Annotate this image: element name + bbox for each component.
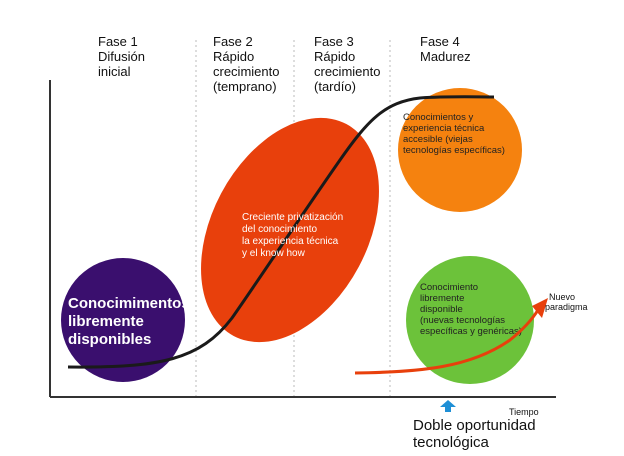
paradigm-curve	[354, 309, 540, 375]
orange-line-2: experiencia técnica	[403, 123, 485, 134]
new-paradigm-label: Nuevo paradigma	[545, 292, 588, 312]
phase-1-line-1: Fase 1	[98, 34, 138, 49]
double-opportunity-label: Doble oportunidad tecnológica	[413, 417, 540, 451]
phase-2-line-1: Fase 2	[213, 34, 253, 49]
green-line-3: disponible	[420, 304, 463, 315]
bubbles	[61, 88, 534, 384]
phase-3-header: Fase 3 Rápido crecimiento (tardío)	[314, 34, 384, 94]
purple-bubble	[61, 258, 185, 382]
phase-1-line-2: Difusión	[98, 49, 145, 64]
phase-1-line-3: inicial	[98, 64, 131, 79]
green-line-5: específicas y genéricas)	[420, 326, 522, 337]
phase-headers: Fase 1 Difusión inicial Fase 2 Rápido cr…	[98, 34, 471, 94]
paradigm-arrowhead	[532, 298, 548, 318]
phase-3-line-4: (tardío)	[314, 79, 356, 94]
green-bubble	[406, 256, 534, 384]
phase-2-line-2: Rápido	[213, 49, 254, 64]
purple-line-3: disponibles	[68, 331, 151, 348]
phase-1-header: Fase 1 Difusión inicial	[98, 34, 149, 79]
new-paradigm-line-2: paradigma	[545, 302, 588, 312]
pointer-up-arrow	[440, 400, 456, 412]
phase-2-header: Fase 2 Rápido crecimiento (temprano)	[213, 34, 283, 94]
time-axis-label: Tiempo	[509, 407, 539, 417]
double-opportunity-line-1: Doble oportunidad	[413, 417, 536, 434]
new-paradigm-arrow	[354, 298, 548, 375]
purple-line-1: Conocimimentos	[68, 295, 190, 312]
orange-bubble	[398, 88, 522, 212]
new-paradigm-line-1: Nuevo	[549, 292, 575, 302]
orange-bubble-text: Conocimientos y experiencia técnica acce…	[403, 112, 505, 156]
red-line-2: del conocimiento	[242, 224, 317, 235]
s-curve	[67, 95, 495, 369]
red-line-3: la experiencia técnica	[242, 236, 339, 247]
phase-4-line-1: Fase 4	[420, 34, 460, 49]
phase-3-line-3: crecimiento	[314, 64, 380, 79]
phase-3-line-2: Rápido	[314, 49, 355, 64]
phase-2-line-4: (temprano)	[213, 79, 277, 94]
orange-line-1: Conocimientos y	[403, 112, 473, 123]
red-line-4: y el know how	[242, 248, 306, 259]
orange-line-3: accesible (viejas	[403, 134, 473, 145]
green-line-4: (nuevas tecnologías	[420, 315, 505, 326]
purple-bubble-text: Conocimimentos libremente disponibles	[68, 295, 194, 348]
axes	[49, 80, 556, 398]
red-bubble	[201, 117, 379, 343]
phase-2-line-3: crecimiento	[213, 64, 279, 79]
double-opportunity-line-2: tecnológica	[413, 434, 490, 451]
green-line-2: libremente	[420, 293, 464, 304]
phase-4-line-2: Madurez	[420, 49, 471, 64]
red-bubble-text: Creciente privatización del conocimiento…	[242, 212, 346, 259]
phase-4-header: Fase 4 Madurez	[420, 34, 471, 64]
green-bubble-text: Conocimiento libremente disponible (nuev…	[420, 282, 522, 337]
phase-3-line-1: Fase 3	[314, 34, 354, 49]
orange-line-4: tecnologías específicas)	[403, 145, 505, 156]
phase-dividers	[195, 40, 391, 396]
green-line-1: Conocimiento	[420, 282, 478, 293]
purple-line-2: libremente	[68, 313, 144, 330]
red-line-1: Creciente privatización	[242, 212, 343, 223]
